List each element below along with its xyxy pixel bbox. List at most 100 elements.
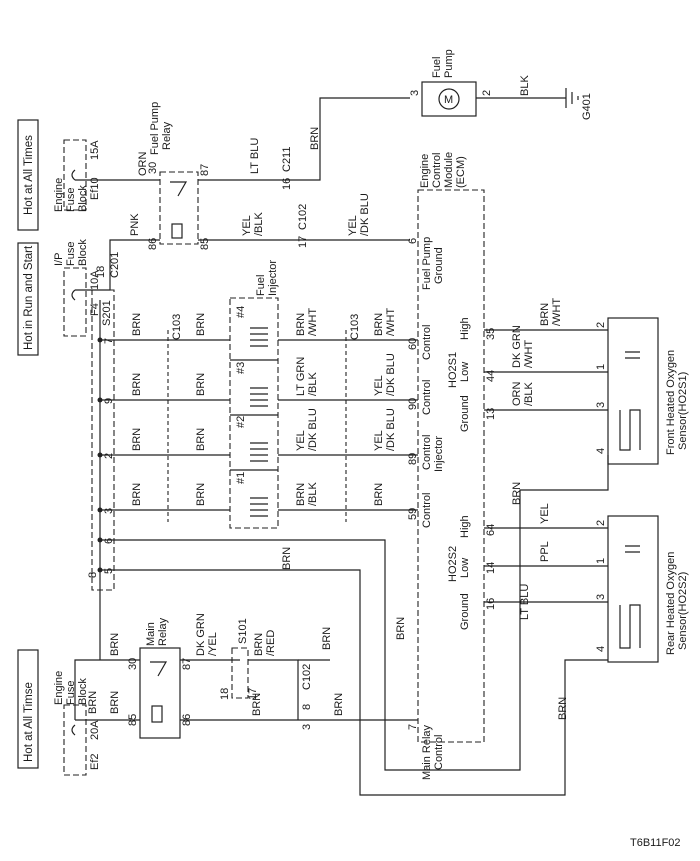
wire-pnk-label: PNK	[129, 213, 141, 236]
wire-blk-label: BLK	[519, 75, 531, 96]
wire-brn-red-2: /RED	[265, 630, 277, 656]
wire-yel-blk-label-1: YEL	[241, 215, 253, 236]
front-pin-3: 3	[595, 402, 607, 408]
ip-fuse-block-l3: Block	[77, 239, 89, 266]
splice-s201-label: S201	[101, 300, 113, 326]
inj3-ecm-wire-b: /DK BLU	[385, 353, 397, 396]
pump-pin-2: 2	[481, 90, 493, 96]
wire-dkgrn-yel-1: DK GRN	[195, 613, 207, 656]
injector-1-coil-icon	[250, 497, 268, 517]
ecm-pin-90: 90	[407, 398, 419, 410]
inj4-ecm-wire-a: BRN	[373, 313, 385, 336]
rear-pin-4: 4	[595, 646, 607, 652]
ecm-l2: Control	[431, 153, 443, 188]
brn-s201-label: BRN	[281, 547, 293, 570]
hot-run-start-box	[17, 242, 39, 356]
ho2s2-label: HO2S2	[447, 546, 459, 582]
ground-g401-icon	[565, 88, 579, 108]
ecm-control-2: Control	[421, 435, 433, 470]
ecm-pin-64: 64	[485, 524, 497, 536]
inj1-ecm-wire-a: BRN	[373, 483, 385, 506]
main-relay-coil	[151, 705, 163, 723]
rear-sensor-cell-icon	[625, 545, 640, 553]
brn-rear-heater-label: BRN	[557, 697, 569, 720]
ip-fuse-block-l1: I/P	[53, 253, 65, 266]
ecm-pin-13: 13	[485, 408, 497, 420]
splice-pin-6: 6	[103, 538, 115, 544]
hot-at-all-times-label-top: Hot at All Times	[23, 135, 35, 215]
inj3-wire-a: LT GRN	[295, 357, 307, 396]
ecm-ground-1: Ground	[459, 395, 471, 432]
ecm-pin-7: 7	[407, 724, 419, 730]
rear-sensor-name-1: Rear Heated Oxygen	[665, 552, 677, 655]
connector-c211: C211	[281, 147, 293, 172]
injector-2-id: #2	[235, 416, 247, 428]
front-wire-high-b: /WHT	[551, 298, 563, 326]
ground-g401-label: G401	[581, 93, 593, 120]
brn-ctrl-label: BRN	[251, 693, 263, 716]
connector-c102-pin-8: 8	[301, 704, 313, 710]
diagram-code: T6B11F02	[630, 837, 681, 849]
wire-brn-front-heater	[100, 455, 609, 771]
front-pin-1: 1	[595, 364, 607, 370]
fuse-f4-symbol	[71, 289, 76, 301]
rear-pin-1: 1	[595, 558, 607, 564]
brn-a1: BRN	[131, 313, 143, 336]
brn-b1: BRN	[195, 313, 207, 336]
front-wire-low-a: DK GRN	[511, 325, 523, 368]
fuse-f4-rating: 10A	[89, 270, 101, 290]
brn-up-label: BRN	[321, 627, 333, 650]
inj4-wire-a: BRN	[295, 313, 307, 336]
brn-a3: BRN	[131, 428, 143, 451]
splice-pin-8: 8	[87, 572, 99, 578]
wire-dkgrn-yel-2: /YEL	[207, 632, 219, 656]
ho2s1-label: HO2S1	[447, 352, 459, 388]
pin-85-top: 85	[199, 238, 211, 250]
inj2-wire-b: /DK BLU	[307, 408, 319, 451]
ecm-pin-44: 44	[485, 370, 497, 382]
front-sensor-name-2: Sensor(HO2S1)	[677, 372, 689, 450]
brn-main-1: BRN	[109, 633, 121, 656]
engine-fuse-block-b-l1: Engine	[53, 671, 65, 705]
fuse-ef2-symbol	[71, 724, 76, 736]
splice-pin-9: 9	[103, 398, 115, 404]
splice-s101-box	[231, 647, 249, 699]
main-relay-box	[139, 647, 181, 739]
connector-c102: C102	[297, 204, 309, 230]
connector-c103-left-label: C103	[171, 314, 183, 340]
injector-4-id: #4	[235, 306, 247, 318]
connector-c102-bottom: C102	[301, 664, 313, 690]
wire-brn-rear-heater	[100, 569, 608, 796]
pin-30-top: 30	[147, 162, 159, 174]
front-pin-2: 2	[595, 322, 607, 328]
main-relay-switch	[150, 661, 168, 677]
connector-c102-pin: 17	[297, 236, 309, 248]
pump-pin-3: 3	[409, 90, 421, 96]
ecm-low-2: Low	[459, 558, 471, 578]
wire-main-relay-supply	[74, 659, 140, 721]
inj4-ecm-wire-b: /WHT	[385, 308, 397, 336]
hot-run-start-label: Hot in Run and Start	[23, 245, 35, 350]
fuse-ef10-box	[63, 139, 87, 211]
injector-dividers	[230, 359, 278, 471]
inj2-ecm-wire-b: /DK BLU	[385, 408, 397, 451]
pin-87-top: 87	[199, 164, 211, 176]
ecm-pin-89: 89	[407, 453, 419, 465]
front-sensor-cell-icon	[625, 351, 640, 359]
injector-4-coil-icon	[250, 327, 268, 347]
wire-yel-dkblu-label-1: YEL	[347, 215, 359, 236]
brn-b2: BRN	[195, 373, 207, 396]
splice-pin-7: 7	[103, 338, 115, 344]
pin-87-main: 87	[181, 658, 193, 670]
ecm-main-relay-label: Main Relay	[421, 724, 433, 780]
inj4-wire-b: /WHT	[307, 308, 319, 336]
pin-30-main: 30	[127, 658, 139, 670]
hot-at-all-times-box-top	[17, 119, 39, 231]
rear-pin-3: 3	[595, 594, 607, 600]
wire-lt-blu-label: LT BLU	[249, 138, 261, 174]
ecm-fuel-pump-label: Fuel Pump	[421, 237, 433, 290]
connector-c201: C201	[109, 252, 121, 278]
connector-c103-right-label: C103	[349, 314, 361, 340]
front-wire-high-a: BRN	[539, 303, 551, 326]
rear-wire-gnd: LT BLU	[519, 584, 531, 620]
